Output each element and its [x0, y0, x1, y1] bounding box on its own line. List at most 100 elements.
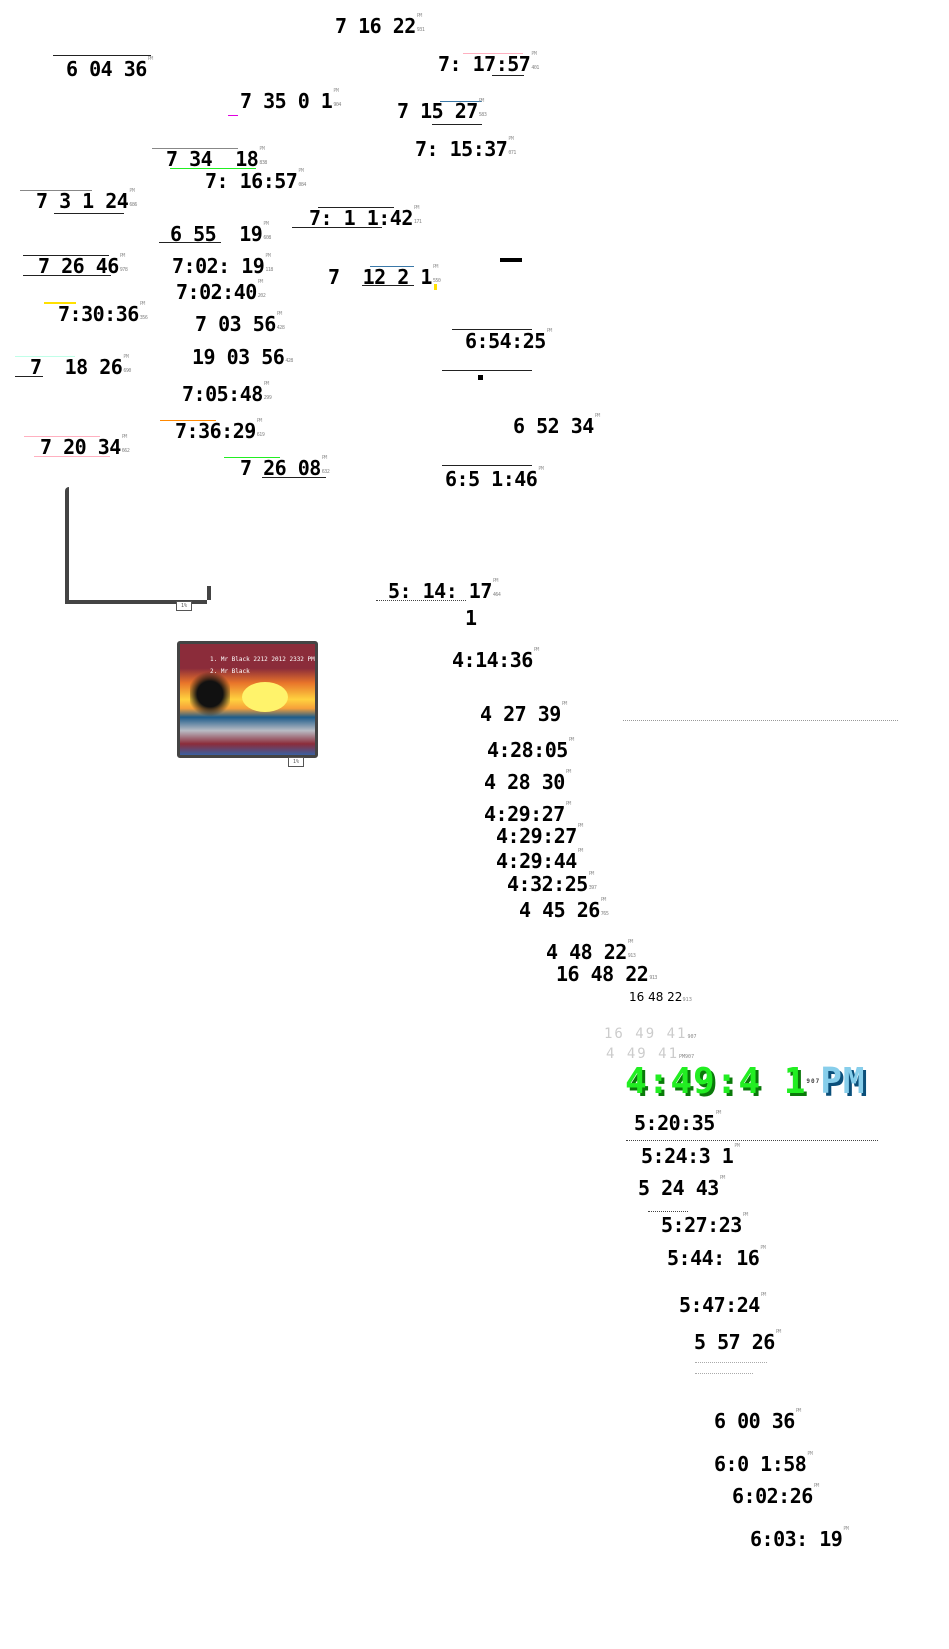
clock-time: 6:03: 19	[750, 1527, 843, 1551]
clock-ampm: PM	[843, 1526, 849, 1532]
underline	[452, 329, 532, 330]
clock-time: 7 3 1 24	[36, 189, 129, 213]
clock-ms: 202	[257, 293, 266, 299]
frame-tag[interactable]: 1%	[176, 601, 192, 611]
underline	[492, 75, 524, 76]
underline	[442, 370, 532, 371]
clock-time: 7 26 46	[38, 254, 119, 278]
marker	[478, 375, 483, 380]
clock-ampm: PM	[568, 737, 575, 743]
underline	[53, 55, 151, 56]
clock-ampm: PM	[594, 413, 601, 419]
clock-time: 7: 15:37	[415, 137, 508, 161]
underline	[34, 456, 110, 457]
clock-ampm: PM	[123, 354, 129, 360]
photo-caption-1: 1. Mr Black 2212 2012 2332 PM	[210, 656, 315, 663]
clock-ms: 765	[600, 911, 609, 917]
clock-ms: 464	[492, 592, 501, 598]
clock-time: 7: 16:57	[205, 169, 298, 193]
clock-ampm: PM	[577, 848, 584, 854]
underline	[159, 242, 221, 243]
clock-time: 4:29:27	[496, 824, 577, 848]
clock-reading: 1	[465, 607, 477, 629]
clock-ampm: PM	[256, 418, 263, 424]
clock-ampm: PM	[147, 56, 154, 62]
clock-ampm: PM	[760, 1245, 766, 1251]
clock-ms: 550	[432, 278, 441, 284]
clock-ampm: PM	[533, 647, 540, 653]
clock-ampm: PM	[413, 205, 420, 211]
clock-ampm: PM	[775, 1329, 782, 1335]
clock-ampm: PM	[734, 1143, 740, 1149]
clock-time: 19 03 56	[192, 345, 285, 369]
underline	[54, 213, 124, 214]
clock-time: 7:02:40	[176, 280, 257, 304]
clock-ms: 583	[478, 112, 487, 118]
small-clock-time: 16 48 22	[629, 990, 683, 1004]
clock-time: 6 55 19	[170, 222, 263, 246]
underline	[24, 436, 100, 437]
clock-time: 4 27 39	[480, 702, 561, 726]
clock-time: 5:27:23	[661, 1213, 742, 1237]
clock-time: 5:20:35	[634, 1111, 715, 1135]
clock-ms: 428	[276, 325, 285, 331]
clock-time: 7 35 0 1	[240, 89, 333, 113]
underline	[170, 168, 256, 169]
clock-ms: 838	[259, 160, 267, 166]
dotted-divider	[695, 1373, 753, 1375]
clock-time: 4 45 26	[519, 898, 600, 922]
clock-time: 5 57 26	[694, 1330, 775, 1354]
clock-time: 4:14:36	[452, 648, 533, 672]
clock-ampm: PM	[588, 871, 595, 877]
clock-ampm: PM	[478, 98, 485, 104]
clock-ampm: PM	[565, 769, 572, 775]
clock-ms: 401	[531, 65, 539, 71]
clock-time: 7 26 08	[240, 456, 321, 480]
big-clock-ampm: PM	[820, 1061, 866, 1102]
clock-ms: 913	[627, 953, 636, 959]
clock-time: 5:47:24	[679, 1293, 760, 1317]
clock-time: 1	[465, 606, 477, 630]
marker	[500, 258, 522, 262]
clock-time: 6 04 36	[66, 57, 147, 81]
gray-clock-time: 4 49 41	[606, 1046, 680, 1062]
clock-ampm: PM	[298, 168, 304, 174]
clock-ampm: PM	[813, 1483, 820, 1489]
gray-clock: 4 49 41PM907	[606, 1046, 694, 1062]
clock-ampm: PM	[742, 1212, 749, 1218]
clock-ms: 690	[123, 368, 131, 374]
big-clock-ms: 907	[806, 1078, 821, 1085]
clock-ampm: PM	[795, 1408, 802, 1414]
clock-ms: 913	[649, 975, 657, 981]
clock-ampm: PM	[627, 939, 634, 945]
clock-ampm: PM	[508, 136, 514, 142]
clock-ampm: PM	[546, 328, 553, 334]
clock-time: 7 18 26	[30, 355, 123, 379]
empty-frame	[65, 487, 211, 604]
photo-tag[interactable]: 1%	[288, 757, 304, 767]
